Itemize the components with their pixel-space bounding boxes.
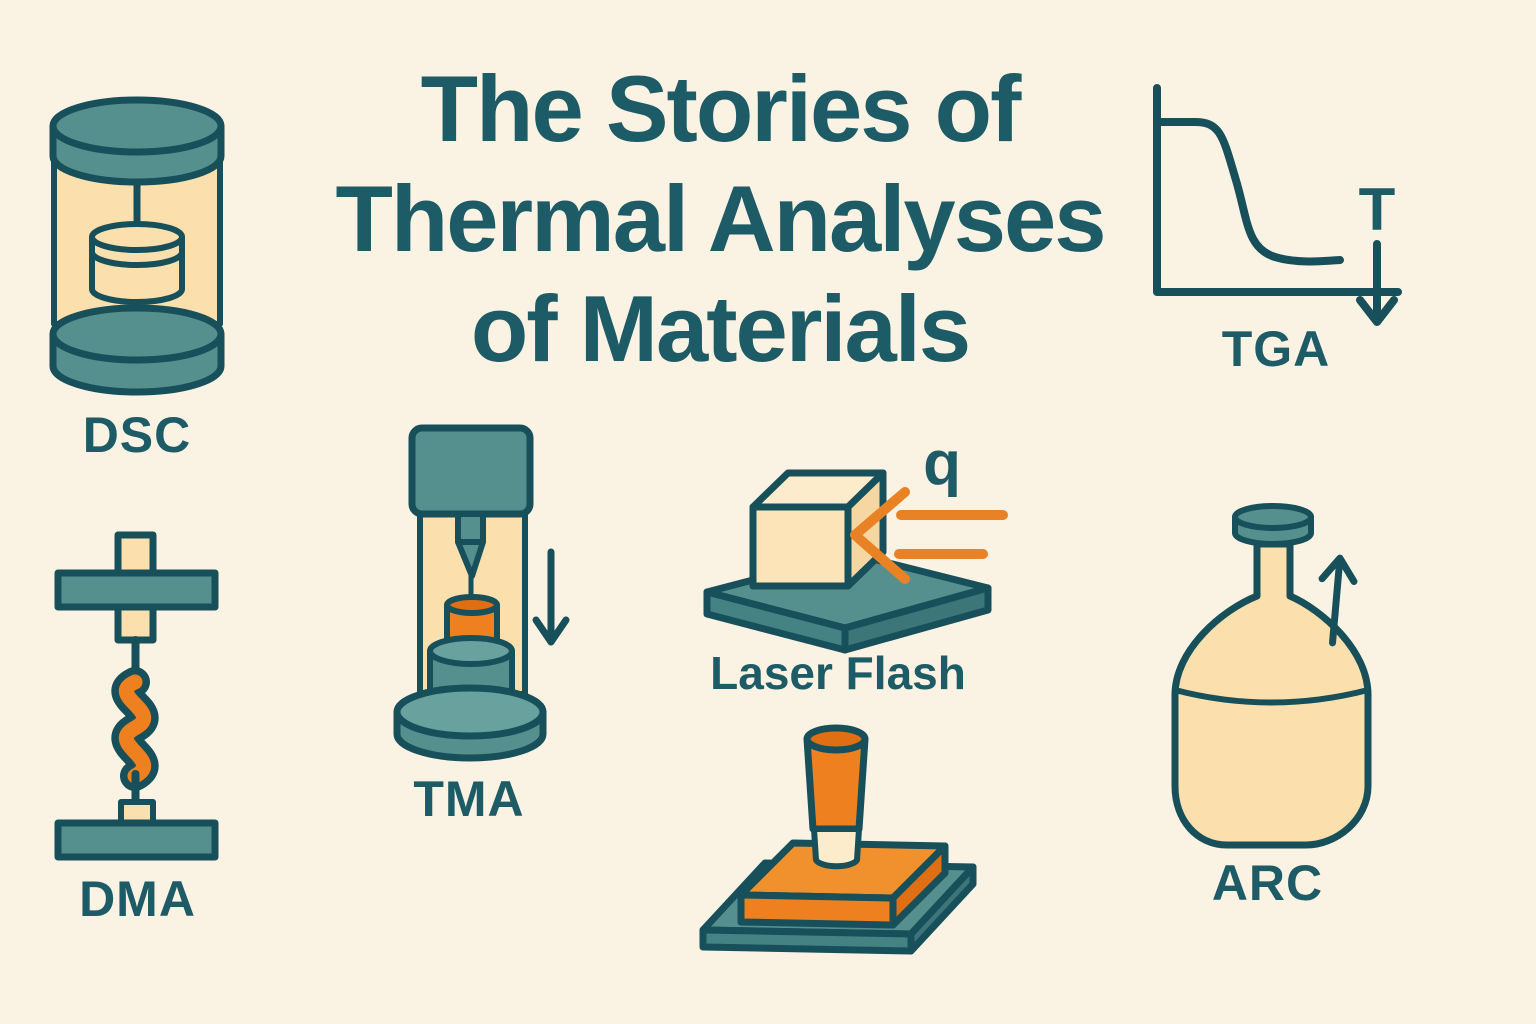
tga-axes	[1153, 84, 1402, 296]
dma-bottom-crossbar	[54, 819, 219, 861]
title-line-1: The Stories of	[420, 56, 1022, 161]
dsc-sample-pan-rim	[89, 249, 185, 268]
arc-vessel-body	[1171, 540, 1372, 849]
laser-platform-right	[841, 584, 992, 654]
flash-lamp-top	[803, 724, 869, 754]
tga-mass-loss-curve	[1154, 118, 1344, 266]
tma-probe-shaft	[455, 511, 486, 545]
tma-pedestal-top	[427, 635, 515, 667]
dma-clamp-sample-icon	[54, 531, 219, 861]
arc-cap-top	[1232, 503, 1314, 531]
flash-slab-front	[737, 891, 897, 929]
dma-top-crossbar	[54, 569, 219, 611]
title-line-3: of Materials	[470, 276, 971, 381]
dsc-sample-pan-lid	[89, 221, 185, 253]
flash-lamp-tip	[811, 826, 862, 870]
dma-label: DMA	[79, 871, 196, 927]
dsc-cell-icon	[49, 96, 225, 396]
dsc-label: DSC	[82, 407, 192, 463]
laser-flash-sample-icon: q	[703, 429, 1008, 654]
tga-mass-loss-curve-icon: T	[1153, 84, 1402, 326]
tga-temperature-symbol: T	[1359, 176, 1396, 243]
page-title: The Stories of Thermal Analyses of Mater…	[230, 54, 1210, 384]
laser-flash-label: Laser Flash	[710, 647, 966, 699]
tga-temperature-down-arrow-icon	[1356, 240, 1398, 326]
dma-sample-squiggle	[119, 674, 151, 784]
arc-label: ARC	[1211, 855, 1324, 911]
arc-vessel-icon	[1171, 503, 1372, 849]
laser-sample-cube-front	[749, 503, 852, 590]
tma-label: TMA	[413, 771, 525, 827]
tma-sample-top	[444, 594, 500, 616]
dsc-top-disc	[49, 96, 225, 156]
title-line-2: Thermal Analyses	[335, 166, 1106, 271]
flash-plate-front	[699, 926, 915, 955]
laser-heat-arrow-head-icon	[850, 487, 910, 584]
tma-head	[408, 424, 534, 518]
tma-down-arrow-icon	[532, 548, 570, 646]
dsc-bottom-disc	[49, 304, 225, 364]
arc-up-arrow-icon	[1318, 554, 1358, 647]
dsc-sample-pan-body	[89, 234, 185, 305]
tma-probe-tip	[455, 539, 486, 579]
laser-heat-flux-symbol: q	[923, 429, 961, 498]
tga-label: TGA	[1221, 321, 1331, 377]
arc-shoulder-line	[1172, 687, 1371, 706]
tma-probe-stage-icon	[393, 424, 570, 762]
tma-base-top	[393, 684, 547, 740]
flash-lamp-stage-icon	[699, 724, 977, 955]
flash-slab-right	[889, 842, 949, 929]
flash-plate-right	[907, 863, 977, 955]
